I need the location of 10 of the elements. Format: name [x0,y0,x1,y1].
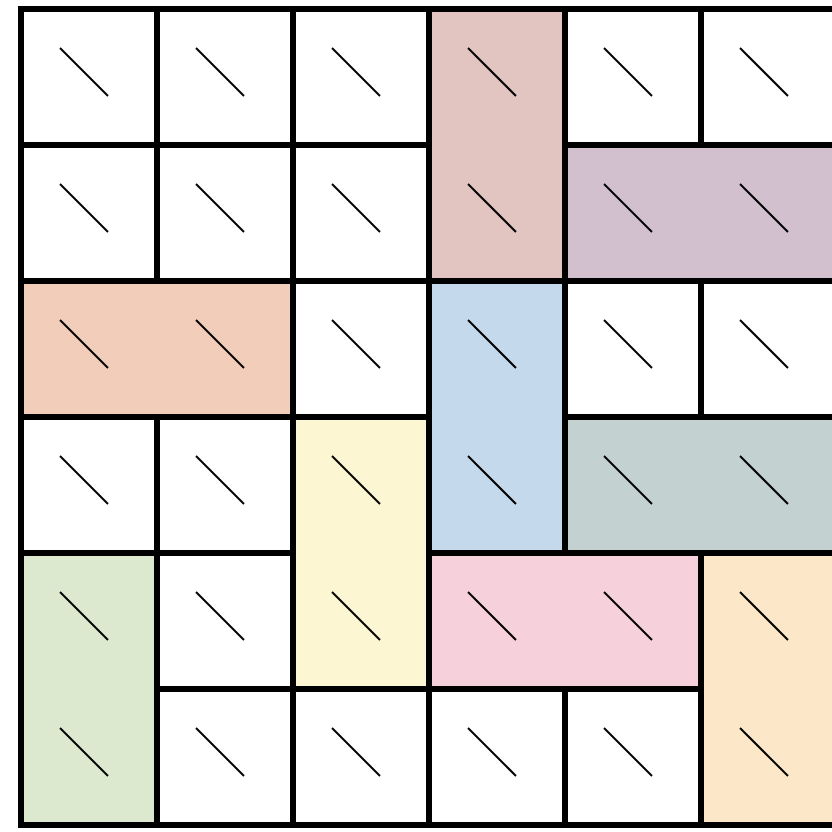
domino-tile [18,550,160,828]
domino-tile [426,278,568,556]
domino-tile [562,414,832,556]
domino-tile [290,414,432,692]
domino-tile [18,278,296,420]
domino-tile [426,550,704,692]
domino-tile [562,142,832,284]
grid-square [18,6,160,148]
domino-tile [698,550,832,828]
domino-tile [426,6,568,284]
